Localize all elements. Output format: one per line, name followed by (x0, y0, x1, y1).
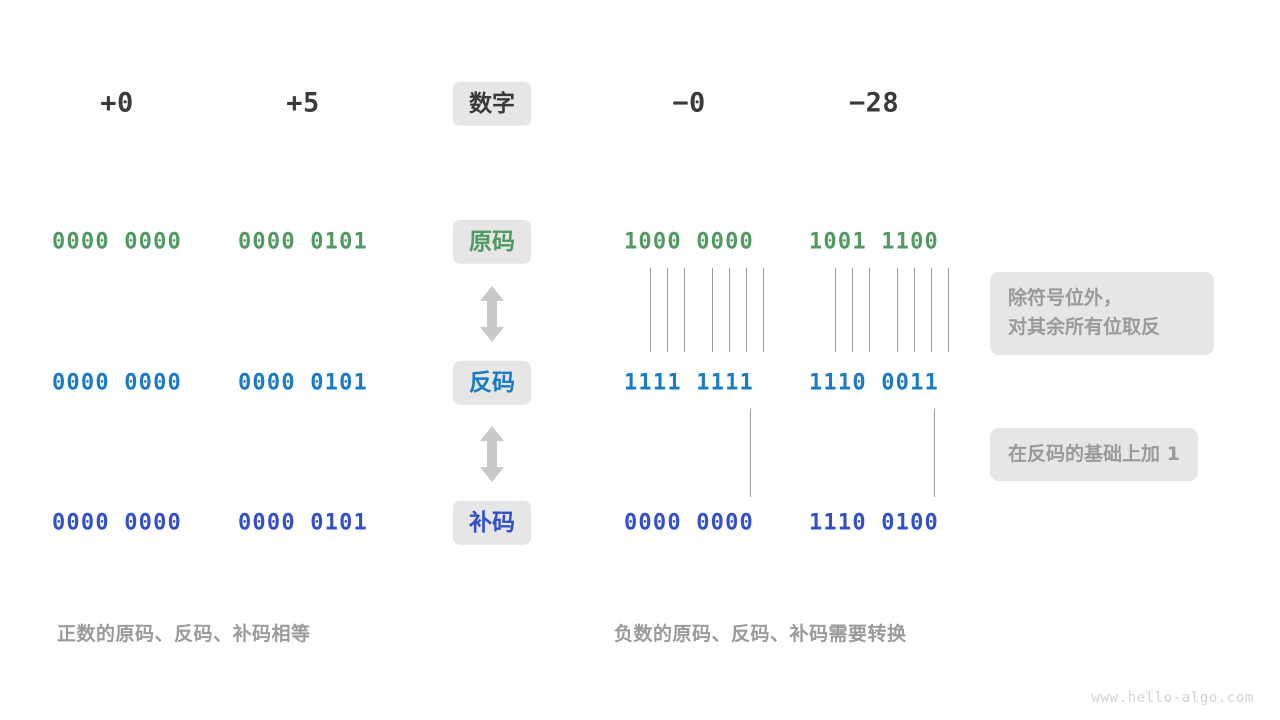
connector-line-minus-zero-bit5 (712, 268, 713, 352)
connector-line-minus-zero-bit8 (763, 268, 764, 352)
connector-line-minus-28-bit4 (869, 268, 870, 352)
header-value-minus-zero: −0 (672, 87, 706, 119)
ones-complement-plus-zero: 0000 0000 (51, 370, 183, 396)
watermark: www.hello-algo.com (1091, 690, 1254, 706)
connector-line-minus-28-bit2 (835, 268, 836, 352)
invert-note: 除符号位外， 对其余所有位取反 (990, 272, 1214, 355)
add-one-note: 在反码的基础上加 1 (990, 428, 1198, 482)
connector-line-minus-zero-bit6 (729, 268, 730, 352)
connector-line-minus-zero-bit3 (667, 268, 668, 352)
row-label-chip-sign-magnitude: 原码 (453, 219, 531, 265)
connector-line-minus-zero-bit4 (684, 268, 685, 352)
sign-magnitude-plus-five: 0000 0101 (237, 229, 369, 255)
positive-caption: 正数的原码、反码、补码相等 (57, 623, 311, 645)
connector-line-minus-28-bit7 (931, 268, 932, 352)
double-arrow-vertical-icon-upper (477, 285, 507, 343)
sign-magnitude-plus-zero: 0000 0000 (51, 229, 183, 255)
connector-line-minus-zero-bit7 (746, 268, 747, 352)
twos-complement-plus-five: 0000 0101 (237, 510, 369, 536)
sign-magnitude-minus-zero: 1000 0000 (623, 229, 755, 255)
connector-line-minus-28-bit5 (897, 268, 898, 352)
ones-complement-minus-28: 1110 0011 (808, 370, 940, 396)
ones-complement-plus-five: 0000 0101 (237, 370, 369, 396)
header-label-chip-number: 数字 (453, 81, 531, 127)
connector-line-minus-28-bit8 (948, 268, 949, 352)
header-value-plus-zero: +0 (100, 87, 134, 119)
connector-line-carry-minus-zero (750, 409, 751, 497)
row-label-chip-ones-complement: 反码 (453, 360, 531, 406)
row-label-chip-twos-complement: 补码 (453, 500, 531, 546)
header-value-minus-28: −28 (848, 87, 900, 119)
negative-caption: 负数的原码、反码、补码需要转换 (614, 623, 907, 645)
twos-complement-minus-zero: 0000 0000 (623, 510, 755, 536)
connector-line-minus-28-bit6 (914, 268, 915, 352)
connector-line-minus-28-bit3 (852, 268, 853, 352)
twos-complement-minus-28: 1110 0100 (808, 510, 940, 536)
ones-complement-minus-zero: 1111 1111 (623, 370, 755, 396)
connector-line-minus-zero-bit2 (650, 268, 651, 352)
connector-line-carry-minus-28 (934, 409, 935, 497)
header-value-plus-five: +5 (286, 87, 320, 119)
double-arrow-vertical-icon-lower (477, 425, 507, 483)
sign-magnitude-minus-28: 1001 1100 (808, 229, 940, 255)
twos-complement-plus-zero: 0000 0000 (51, 510, 183, 536)
